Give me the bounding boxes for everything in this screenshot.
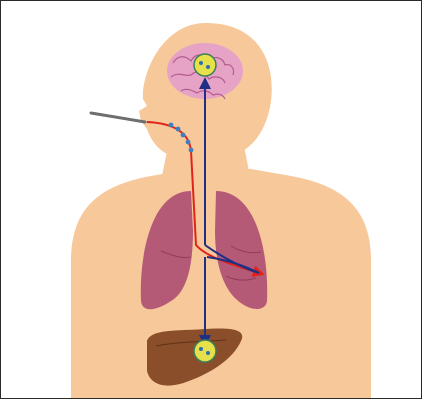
site-dot: [206, 65, 210, 69]
pipe-stem: [91, 113, 145, 122]
particle: [169, 123, 174, 128]
liver-target-site: [194, 340, 216, 362]
site-dot: [199, 61, 203, 65]
particle: [176, 127, 181, 132]
site-dot: [206, 351, 210, 355]
particle: [181, 133, 186, 138]
brain-target-site: [194, 54, 216, 76]
site-dot: [199, 347, 203, 351]
pipe-icon: [91, 113, 145, 122]
particle: [189, 148, 194, 153]
particle: [186, 140, 191, 145]
